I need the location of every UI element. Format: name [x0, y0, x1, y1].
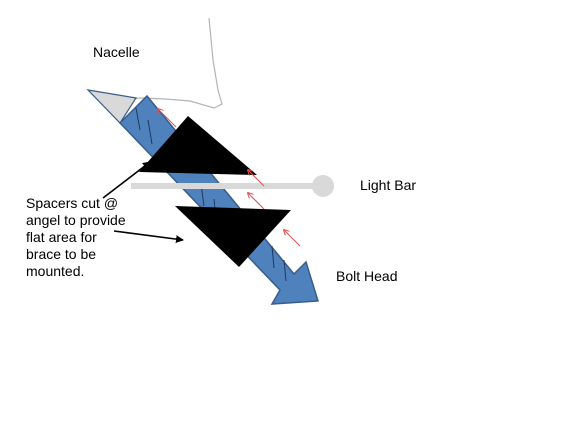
spacers-note-line: mounted. — [26, 263, 85, 279]
force-arrows — [158, 109, 301, 247]
nacelle-outline — [124, 17, 223, 109]
spacers-note-line: angel to provide — [26, 212, 126, 228]
spacers-note-line: Spacers cut @ — [26, 195, 119, 211]
spacer-callout-arrows — [102, 161, 184, 244]
nacelle-label: Nacelle — [93, 44, 140, 60]
bolt-tip — [86, 89, 137, 124]
spacers-note: Spacers cut @ angel to provide flat area… — [26, 195, 126, 280]
bolt-head-label: Bolt Head — [336, 268, 398, 284]
spacer-upper — [139, 116, 257, 175]
spacer-lower — [175, 206, 291, 267]
spacers-note-line: brace to be — [26, 246, 97, 262]
spacers-note-line: flat area for — [26, 229, 97, 245]
light-bar-label: Light Bar — [360, 177, 417, 193]
light-bar — [131, 175, 334, 197]
